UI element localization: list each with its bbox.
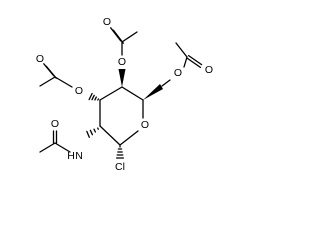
bond-amide-c-methyl [39,142,56,153]
atom-carbonyl-o-top: O [103,16,111,28]
bond-o6-carbonyl-c [183,56,188,68]
bond-carbonyl-c-methyl-top [121,31,138,43]
atom-carbonyl-o-right: O [205,64,213,76]
atom-ring-oxygen: O [141,119,149,131]
atom-ester-o-c3: O [75,85,83,97]
atom-carbonyl-o-amide: O [51,118,59,130]
bond-carbonyl-c-methyl-left [39,76,56,87]
atom-carbonyl-o-topleft: O [36,53,44,65]
bond-layer [39,27,203,159]
bond-c6-o6 [161,79,171,87]
bond-o3-carbonyl-c [54,76,73,88]
hash-bond-c2-n [86,127,99,138]
bond-carbonyl-c-o-right-b [187,54,203,66]
bond-carbonyl-c-o-topleft-b [43,63,55,77]
bond-c1-c2 [99,125,121,146]
bond-c3-c4 [99,86,123,101]
hash-bond-c3-o [88,92,100,101]
atom-nitrogen-h: H [67,150,75,162]
atom-label-layer: O O O O O O O O H N Cl [36,16,213,173]
structure-diagram: O O O O O O O O H N Cl [36,16,213,173]
bond-carbonyl-c-o-right-a [186,57,202,69]
atom-ester-o-c4: O [118,56,126,68]
hash-bond-c1-cl [115,145,125,159]
bond-n-amide-c [54,142,71,153]
atom-nitrogen: N [75,150,83,162]
bond-ring-o-c1 [119,130,139,146]
bond-carbonyl-c-methyl-right [175,42,188,58]
bond-c4-c5 [121,86,144,101]
atom-ester-o-c6: O [174,67,182,79]
wedge-bond-c5-c6 [143,84,163,100]
bond-carbonyl-c-o-top-b [110,27,122,42]
wedge-bond-c4-o [118,69,126,87]
atom-chlorine: Cl [115,161,125,173]
